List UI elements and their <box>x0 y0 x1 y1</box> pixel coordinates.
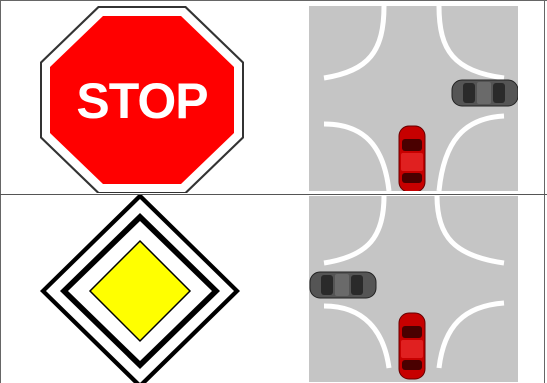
intersection-scene <box>309 196 518 382</box>
red-car-icon <box>399 126 425 191</box>
stop-sign-icon: STOP <box>0 0 280 193</box>
sign-cell: STOP <box>0 0 280 193</box>
gray-car-icon <box>452 80 518 106</box>
stop-sign-text: STOP <box>76 73 207 129</box>
red-car-icon <box>399 313 425 379</box>
sign-cell <box>0 195 280 383</box>
intersection-scene <box>309 6 518 191</box>
intersection-icon <box>309 6 518 191</box>
priority-road-sign-icon <box>0 195 280 383</box>
table-row <box>0 195 547 383</box>
gray-car-icon <box>310 272 376 298</box>
intersection-icon <box>309 196 518 382</box>
table-row: STOP <box>0 0 547 193</box>
